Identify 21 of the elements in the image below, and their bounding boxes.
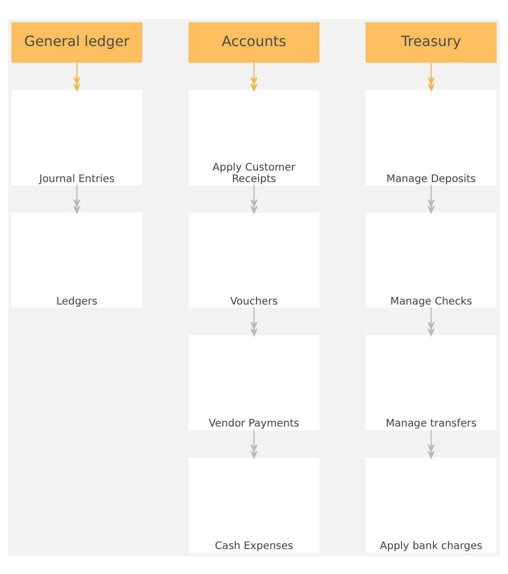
arrow [428,62,435,91]
node-box: Apply Customer Receipts [188,90,320,185]
node-box: Vouchers [188,212,320,308]
node-box: Treasury [366,22,497,62]
node-box: Manage Deposits [366,90,497,185]
node-box: Journal Entries [11,90,142,185]
node-box: Cash Expenses [188,457,320,552]
arrow [428,429,435,458]
node-box: Ledgers [11,212,142,308]
node-box: Vendor Payments [188,334,320,430]
node-box: Manage transfers [366,334,497,430]
arrow [428,184,435,213]
node-box: Accounts [188,22,320,62]
arrow [73,184,80,213]
arrow [73,62,80,91]
arrow [250,306,258,336]
arrow [250,62,258,91]
node-box: Apply bank charges [366,457,497,552]
arrow [428,306,435,336]
node-box: Manage Checks [366,212,497,308]
node-box: General ledger [11,22,142,62]
